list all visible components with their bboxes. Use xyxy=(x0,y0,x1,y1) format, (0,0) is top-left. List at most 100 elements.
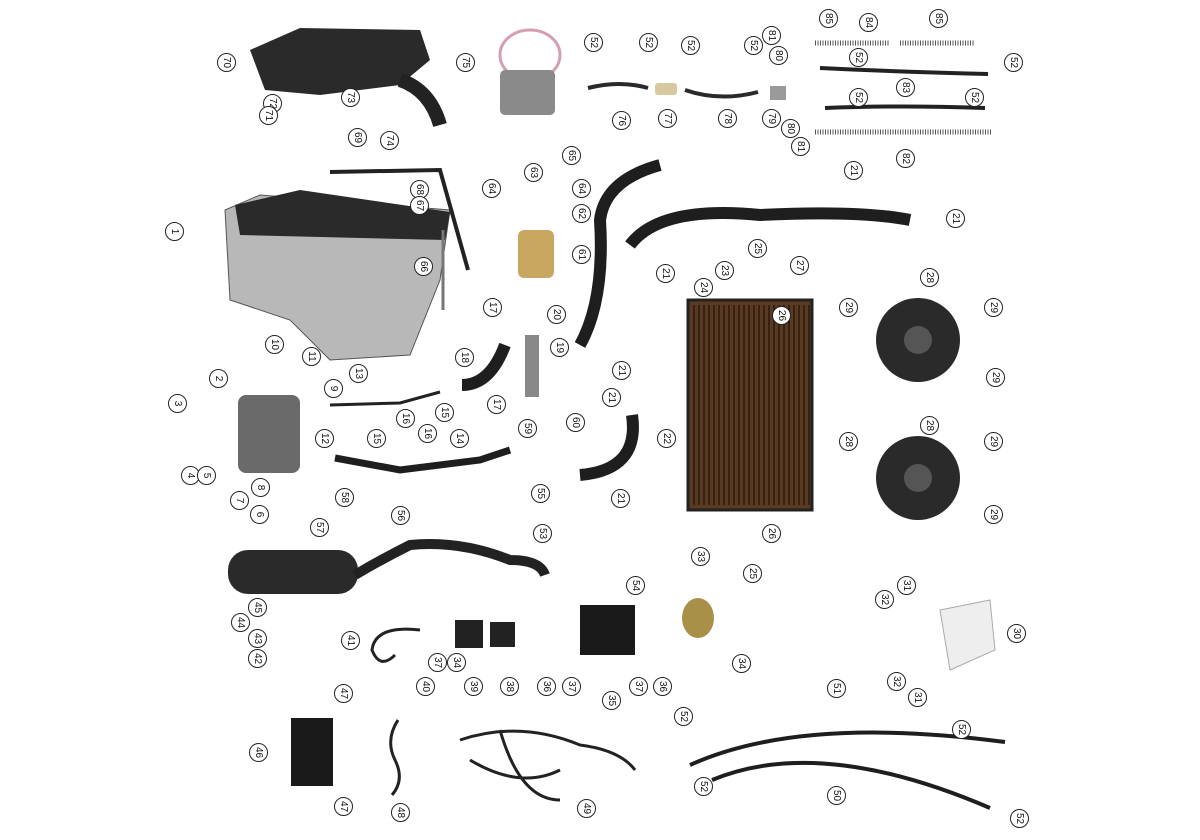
callout-26: 26 xyxy=(762,524,781,543)
callout-53: 53 xyxy=(533,524,552,543)
callout-16: 16 xyxy=(396,409,415,428)
callout-64: 64 xyxy=(482,179,501,198)
callout-5: 5 xyxy=(197,466,216,485)
ignition-coil-wire xyxy=(370,627,421,663)
hose-20 xyxy=(574,159,662,348)
callout-66: 66 xyxy=(414,257,433,276)
callout-27: 27 xyxy=(790,256,809,275)
fuel-valve xyxy=(770,86,786,100)
callout-36: 36 xyxy=(653,677,672,696)
callout-15: 15 xyxy=(435,403,454,422)
callout-34: 34 xyxy=(447,653,466,672)
callout-36: 36 xyxy=(537,677,556,696)
callout-62: 62 xyxy=(572,204,591,223)
callout-52: 52 xyxy=(1004,53,1023,72)
callout-17: 17 xyxy=(483,298,502,317)
wiring-harness xyxy=(459,729,637,802)
hose-83 xyxy=(824,104,986,110)
callout-21: 21 xyxy=(844,161,863,180)
callout-21: 21 xyxy=(612,361,631,380)
callout-54: 54 xyxy=(626,576,645,595)
callout-45: 45 xyxy=(248,598,267,617)
callout-80: 80 xyxy=(781,119,800,138)
callout-47: 47 xyxy=(334,684,353,703)
callout-78: 78 xyxy=(718,109,737,128)
radiator xyxy=(686,298,814,512)
callout-64: 64 xyxy=(572,179,591,198)
callout-73: 73 xyxy=(341,88,360,107)
callout-7: 7 xyxy=(230,491,249,510)
callout-52: 52 xyxy=(674,707,693,726)
callout-46: 46 xyxy=(249,743,268,762)
callout-52: 52 xyxy=(952,720,971,739)
callout-75: 75 xyxy=(456,53,475,72)
callout-79: 79 xyxy=(762,109,781,128)
callout-43: 43 xyxy=(248,629,267,648)
callout-49: 49 xyxy=(577,799,596,818)
regulator-35 xyxy=(580,605,635,655)
callout-40: 40 xyxy=(416,677,435,696)
callout-37: 37 xyxy=(428,653,447,672)
callout-32: 32 xyxy=(875,590,894,609)
callout-81: 81 xyxy=(791,137,810,156)
hose-84 xyxy=(819,66,989,76)
callout-14: 14 xyxy=(450,429,469,448)
callout-76: 76 xyxy=(612,111,631,130)
callout-23: 23 xyxy=(715,261,734,280)
pipe-19 xyxy=(525,335,539,397)
coolant-bottle-30 xyxy=(939,599,996,671)
callout-84: 84 xyxy=(859,13,878,32)
callout-20: 20 xyxy=(547,305,566,324)
callout-29: 29 xyxy=(984,432,1003,451)
callout-50: 50 xyxy=(827,786,846,805)
callout-31: 31 xyxy=(908,688,927,707)
callout-3: 3 xyxy=(168,394,187,413)
horn-33 xyxy=(682,598,714,638)
callout-26: 26 xyxy=(772,306,791,325)
callout-16: 16 xyxy=(418,424,437,443)
callout-11: 11 xyxy=(302,347,321,366)
callout-52: 52 xyxy=(1010,809,1029,828)
callout-21: 21 xyxy=(946,209,965,228)
callout-28: 28 xyxy=(920,268,939,287)
relay-38 xyxy=(490,622,515,647)
callout-21: 21 xyxy=(602,388,621,407)
callout-29: 29 xyxy=(984,298,1003,317)
callout-28: 28 xyxy=(920,416,939,435)
callout-70: 70 xyxy=(217,53,236,72)
kick-lever-56 xyxy=(334,446,512,474)
callout-58: 58 xyxy=(335,488,354,507)
callout-33: 33 xyxy=(691,547,710,566)
callout-31: 31 xyxy=(897,576,916,595)
callout-81: 81 xyxy=(762,26,781,45)
callout-74: 74 xyxy=(380,131,399,150)
callout-19: 19 xyxy=(550,338,569,357)
muffler xyxy=(228,539,550,594)
callout-85: 85 xyxy=(929,9,948,28)
callout-59: 59 xyxy=(518,419,537,438)
callout-52: 52 xyxy=(639,33,658,52)
callout-77: 77 xyxy=(658,109,677,128)
callout-42: 42 xyxy=(248,649,267,668)
air-filter-box xyxy=(250,28,447,128)
callout-21: 21 xyxy=(656,264,675,283)
callout-28: 28 xyxy=(839,432,858,451)
callout-55: 55 xyxy=(531,484,550,503)
fuel-hose-76 xyxy=(587,82,649,90)
callout-25: 25 xyxy=(743,564,762,583)
cooling-fan-upper xyxy=(876,298,960,382)
callout-57: 57 xyxy=(310,518,329,537)
callout-48: 48 xyxy=(391,803,410,822)
hose-50 xyxy=(711,760,991,810)
cable-48 xyxy=(389,719,401,796)
callout-67: 67 xyxy=(410,196,429,215)
callout-82: 82 xyxy=(896,149,915,168)
callout-52: 52 xyxy=(965,88,984,107)
callout-39: 39 xyxy=(464,677,483,696)
relay-39 xyxy=(455,620,483,648)
callout-51: 51 xyxy=(827,679,846,698)
callout-44: 44 xyxy=(231,613,250,632)
callout-15: 15 xyxy=(367,429,386,448)
battery xyxy=(291,718,333,786)
